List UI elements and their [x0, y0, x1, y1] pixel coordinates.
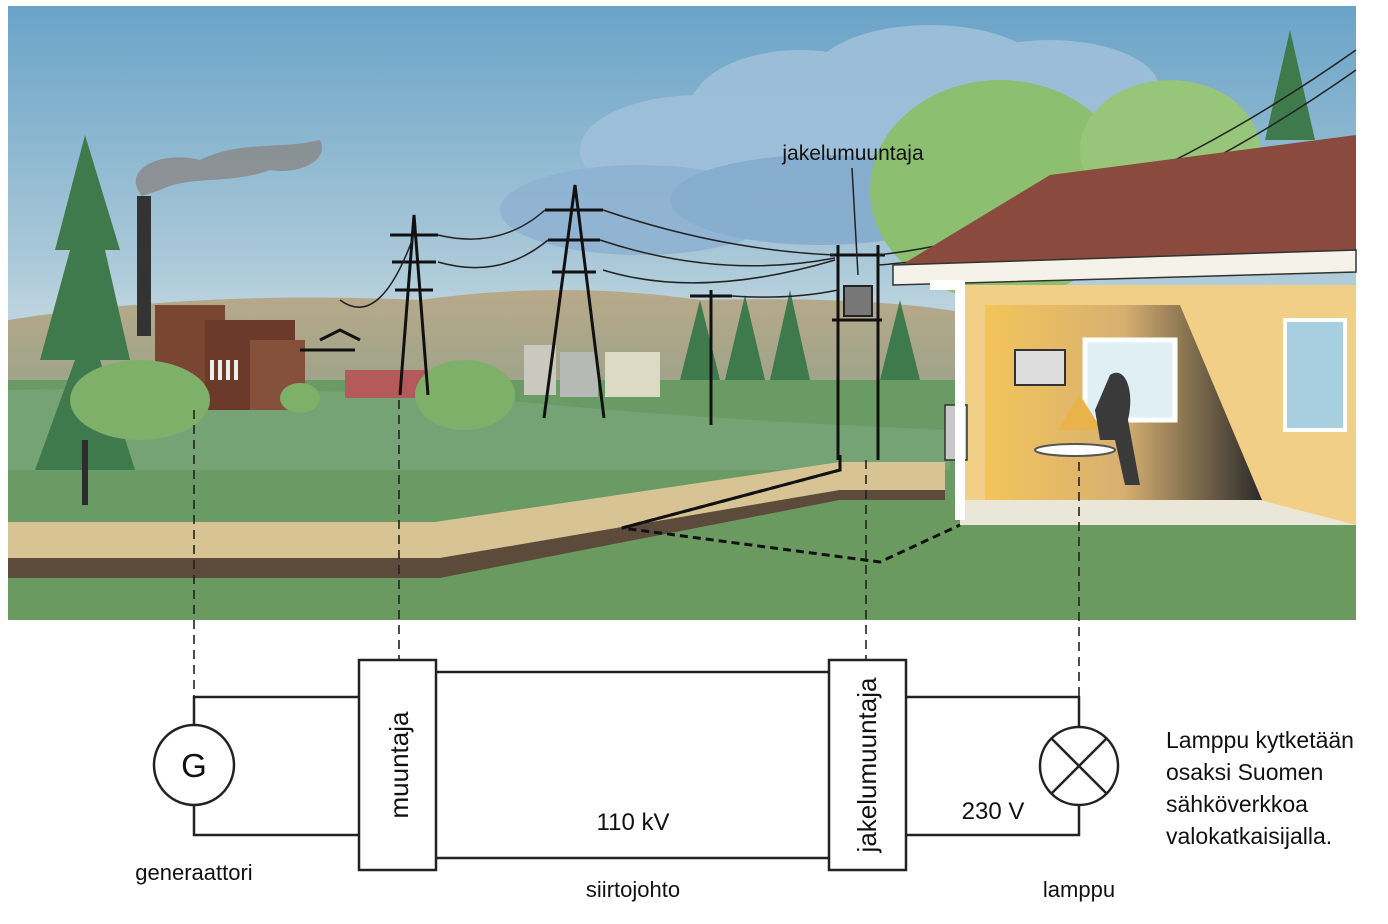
apartment-buildings — [524, 345, 660, 397]
caption-line: Lamppu kytketään — [1166, 727, 1354, 753]
distribution-transformer-top-label: jakelumuuntaja — [781, 142, 924, 165]
lamp-label: lamppu — [1043, 877, 1115, 902]
generator-symbol-letter: G — [181, 747, 207, 784]
distribution-transformer-box — [827, 658, 908, 872]
soil-layer — [8, 462, 945, 558]
caption-line: valokatkaisijalla. — [1166, 823, 1333, 849]
landscape-illustration — [8, 6, 1357, 620]
voltage-transmission-label: 110 kV — [597, 809, 670, 836]
generator-label: generaattori — [135, 860, 252, 885]
lamp-symbol — [1038, 725, 1120, 807]
distribution-transformer-pointer — [851, 167, 859, 276]
connector-lines — [193, 400, 1080, 697]
caption-text: Lamppu kytketään osaksi Suomen sähköverk… — [1166, 724, 1376, 852]
circuit-schematic — [192, 670, 1081, 860]
house — [892, 135, 1357, 525]
caption-line: sähköverkkoa — [1166, 791, 1308, 817]
voltage-household-label: 230 V — [962, 798, 1025, 825]
transformer-box — [357, 658, 438, 872]
generator-symbol: G — [152, 723, 236, 807]
soil-dark — [8, 490, 945, 578]
transmission-line-label: siirtojohto — [586, 877, 680, 902]
caption-line: osaksi Suomen — [1166, 759, 1324, 785]
transformer-label: muuntaja — [384, 711, 414, 818]
foreground-grass — [8, 500, 1356, 620]
distribution-transformer-on-pole — [843, 285, 873, 317]
distribution-transformer-box-label: jakelumuuntaja — [852, 677, 882, 853]
